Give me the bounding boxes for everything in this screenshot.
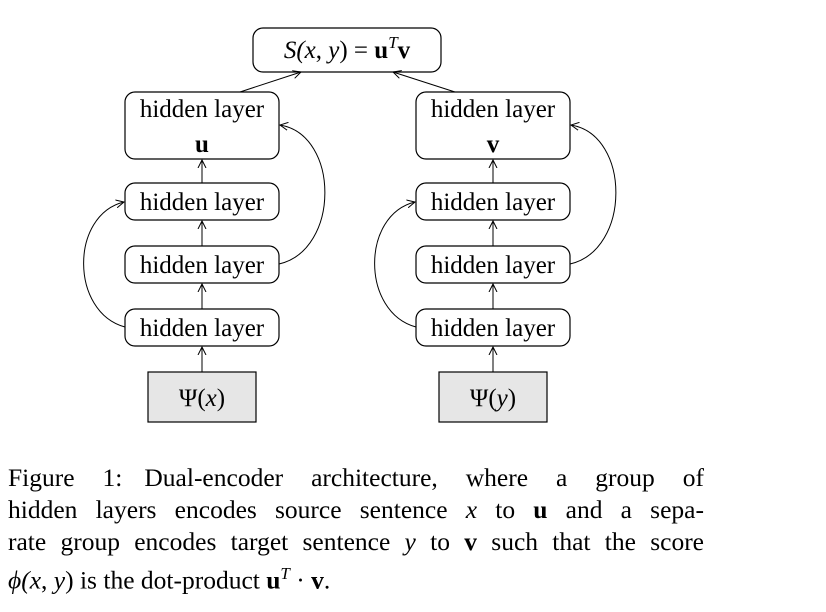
caption-math-x: x bbox=[465, 495, 478, 524]
left-hidden-layer-2: hidden layer bbox=[124, 245, 280, 284]
caption-text: to bbox=[415, 527, 465, 556]
caption-math-phi: ϕ( bbox=[8, 565, 30, 595]
right-input-close: ) bbox=[508, 385, 516, 412]
left-top-vector: u bbox=[195, 131, 209, 158]
right-input-node: Ψ(y) bbox=[438, 371, 548, 423]
right-arrow-to-score bbox=[393, 72, 456, 93]
left-encoder: hidden layer u hidden layer hidden layer… bbox=[83, 72, 326, 423]
caption-math-x: x bbox=[29, 565, 42, 595]
caption-text: , bbox=[41, 565, 54, 595]
left-arrow-to-score bbox=[239, 72, 301, 93]
right-top-vector: v bbox=[487, 131, 500, 158]
caption-line-1-text: Dual-encoder architecture, where a group… bbox=[144, 463, 704, 492]
score-x: x bbox=[304, 37, 316, 64]
right-layer-1-label: hidden layer bbox=[431, 189, 556, 216]
right-top-hidden-layer-v: hidden layer v bbox=[415, 91, 571, 160]
score-comma: , bbox=[316, 37, 329, 64]
left-hidden-layer-3: hidden layer bbox=[124, 308, 280, 347]
caption-text: and a sepa- bbox=[547, 495, 704, 524]
right-skip-l3-to-l1 bbox=[374, 202, 417, 328]
caption-math-v: v bbox=[311, 565, 324, 595]
score-prefix: S( bbox=[284, 37, 307, 64]
caption-math-v: v bbox=[464, 527, 477, 556]
caption-text: · bbox=[289, 565, 312, 595]
right-encoder: hidden layer v hidden layer hidden layer… bbox=[374, 72, 617, 423]
caption-text: such that the score bbox=[477, 527, 705, 556]
caption-text: rate group encodes target sentence bbox=[8, 527, 405, 556]
left-skip-l3-to-l1 bbox=[83, 202, 126, 328]
right-hidden-layer-3: hidden layer bbox=[415, 308, 571, 347]
right-hidden-layer-2: hidden layer bbox=[415, 245, 571, 284]
left-input-node: Ψ(x) bbox=[147, 371, 257, 423]
left-hidden-layer-1: hidden layer bbox=[124, 182, 280, 221]
score-mid: ) = bbox=[339, 37, 374, 64]
caption-math-y: y bbox=[404, 527, 416, 556]
right-skip-l2-to-top bbox=[569, 125, 617, 265]
score-u: u bbox=[374, 37, 388, 64]
caption-text: . bbox=[323, 565, 331, 595]
right-top-label: hidden layer bbox=[431, 96, 556, 123]
score-node: S(x, y) = uTv bbox=[252, 27, 442, 73]
caption-math-u: u bbox=[266, 565, 281, 595]
left-input-func: Ψ( bbox=[179, 385, 206, 412]
caption-text: hidden layers encodes source sentence bbox=[8, 495, 466, 524]
right-hidden-layer-1: hidden layer bbox=[415, 182, 571, 221]
caption-text: ) is the dot-product bbox=[65, 565, 267, 595]
caption-line-1: Figure 1: Dual-encoder architecture, wher… bbox=[8, 462, 704, 494]
svg-text:S(x, y) = uTv: S(x, y) = uTv bbox=[284, 33, 411, 64]
caption-line-3: rate group encodes target sentence y to … bbox=[8, 526, 704, 558]
caption-math-y: y bbox=[53, 565, 66, 595]
score-sup: T bbox=[388, 33, 399, 52]
right-layer-3-label: hidden layer bbox=[431, 315, 556, 342]
left-layer-2-label: hidden layer bbox=[140, 252, 265, 279]
left-layer-1-label: hidden layer bbox=[140, 189, 265, 216]
right-layer-2-label: hidden layer bbox=[431, 252, 556, 279]
left-top-hidden-layer-u: hidden layer u bbox=[124, 91, 280, 160]
left-top-label: hidden layer bbox=[140, 96, 265, 123]
dual-encoder-diagram: S(x, y) = uTv hidden layer u hidden laye… bbox=[83, 27, 617, 423]
left-input-var: x bbox=[205, 385, 217, 412]
caption-line-4: ϕ(x, y) is the dot-product uT · v. bbox=[8, 558, 704, 597]
score-y: y bbox=[325, 37, 340, 64]
right-input-var: y bbox=[494, 385, 509, 412]
caption-math-sup: T bbox=[280, 564, 290, 583]
caption-text: to bbox=[477, 495, 534, 524]
caption-line-2: hidden layers encodes source sentence x … bbox=[8, 494, 704, 526]
left-input-close: ) bbox=[217, 385, 225, 412]
figure-caption: Figure 1: Dual-encoder architecture, wher… bbox=[8, 462, 704, 597]
right-input-func: Ψ( bbox=[470, 385, 497, 412]
caption-math-u: u bbox=[533, 495, 548, 524]
svg-text:Ψ(y): Ψ(y) bbox=[470, 385, 516, 412]
score-v: v bbox=[398, 37, 411, 64]
caption-label: Figure 1: bbox=[8, 463, 123, 492]
left-layer-3-label: hidden layer bbox=[140, 315, 265, 342]
svg-text:Ψ(x): Ψ(x) bbox=[179, 385, 225, 412]
left-skip-l2-to-top bbox=[278, 125, 326, 265]
